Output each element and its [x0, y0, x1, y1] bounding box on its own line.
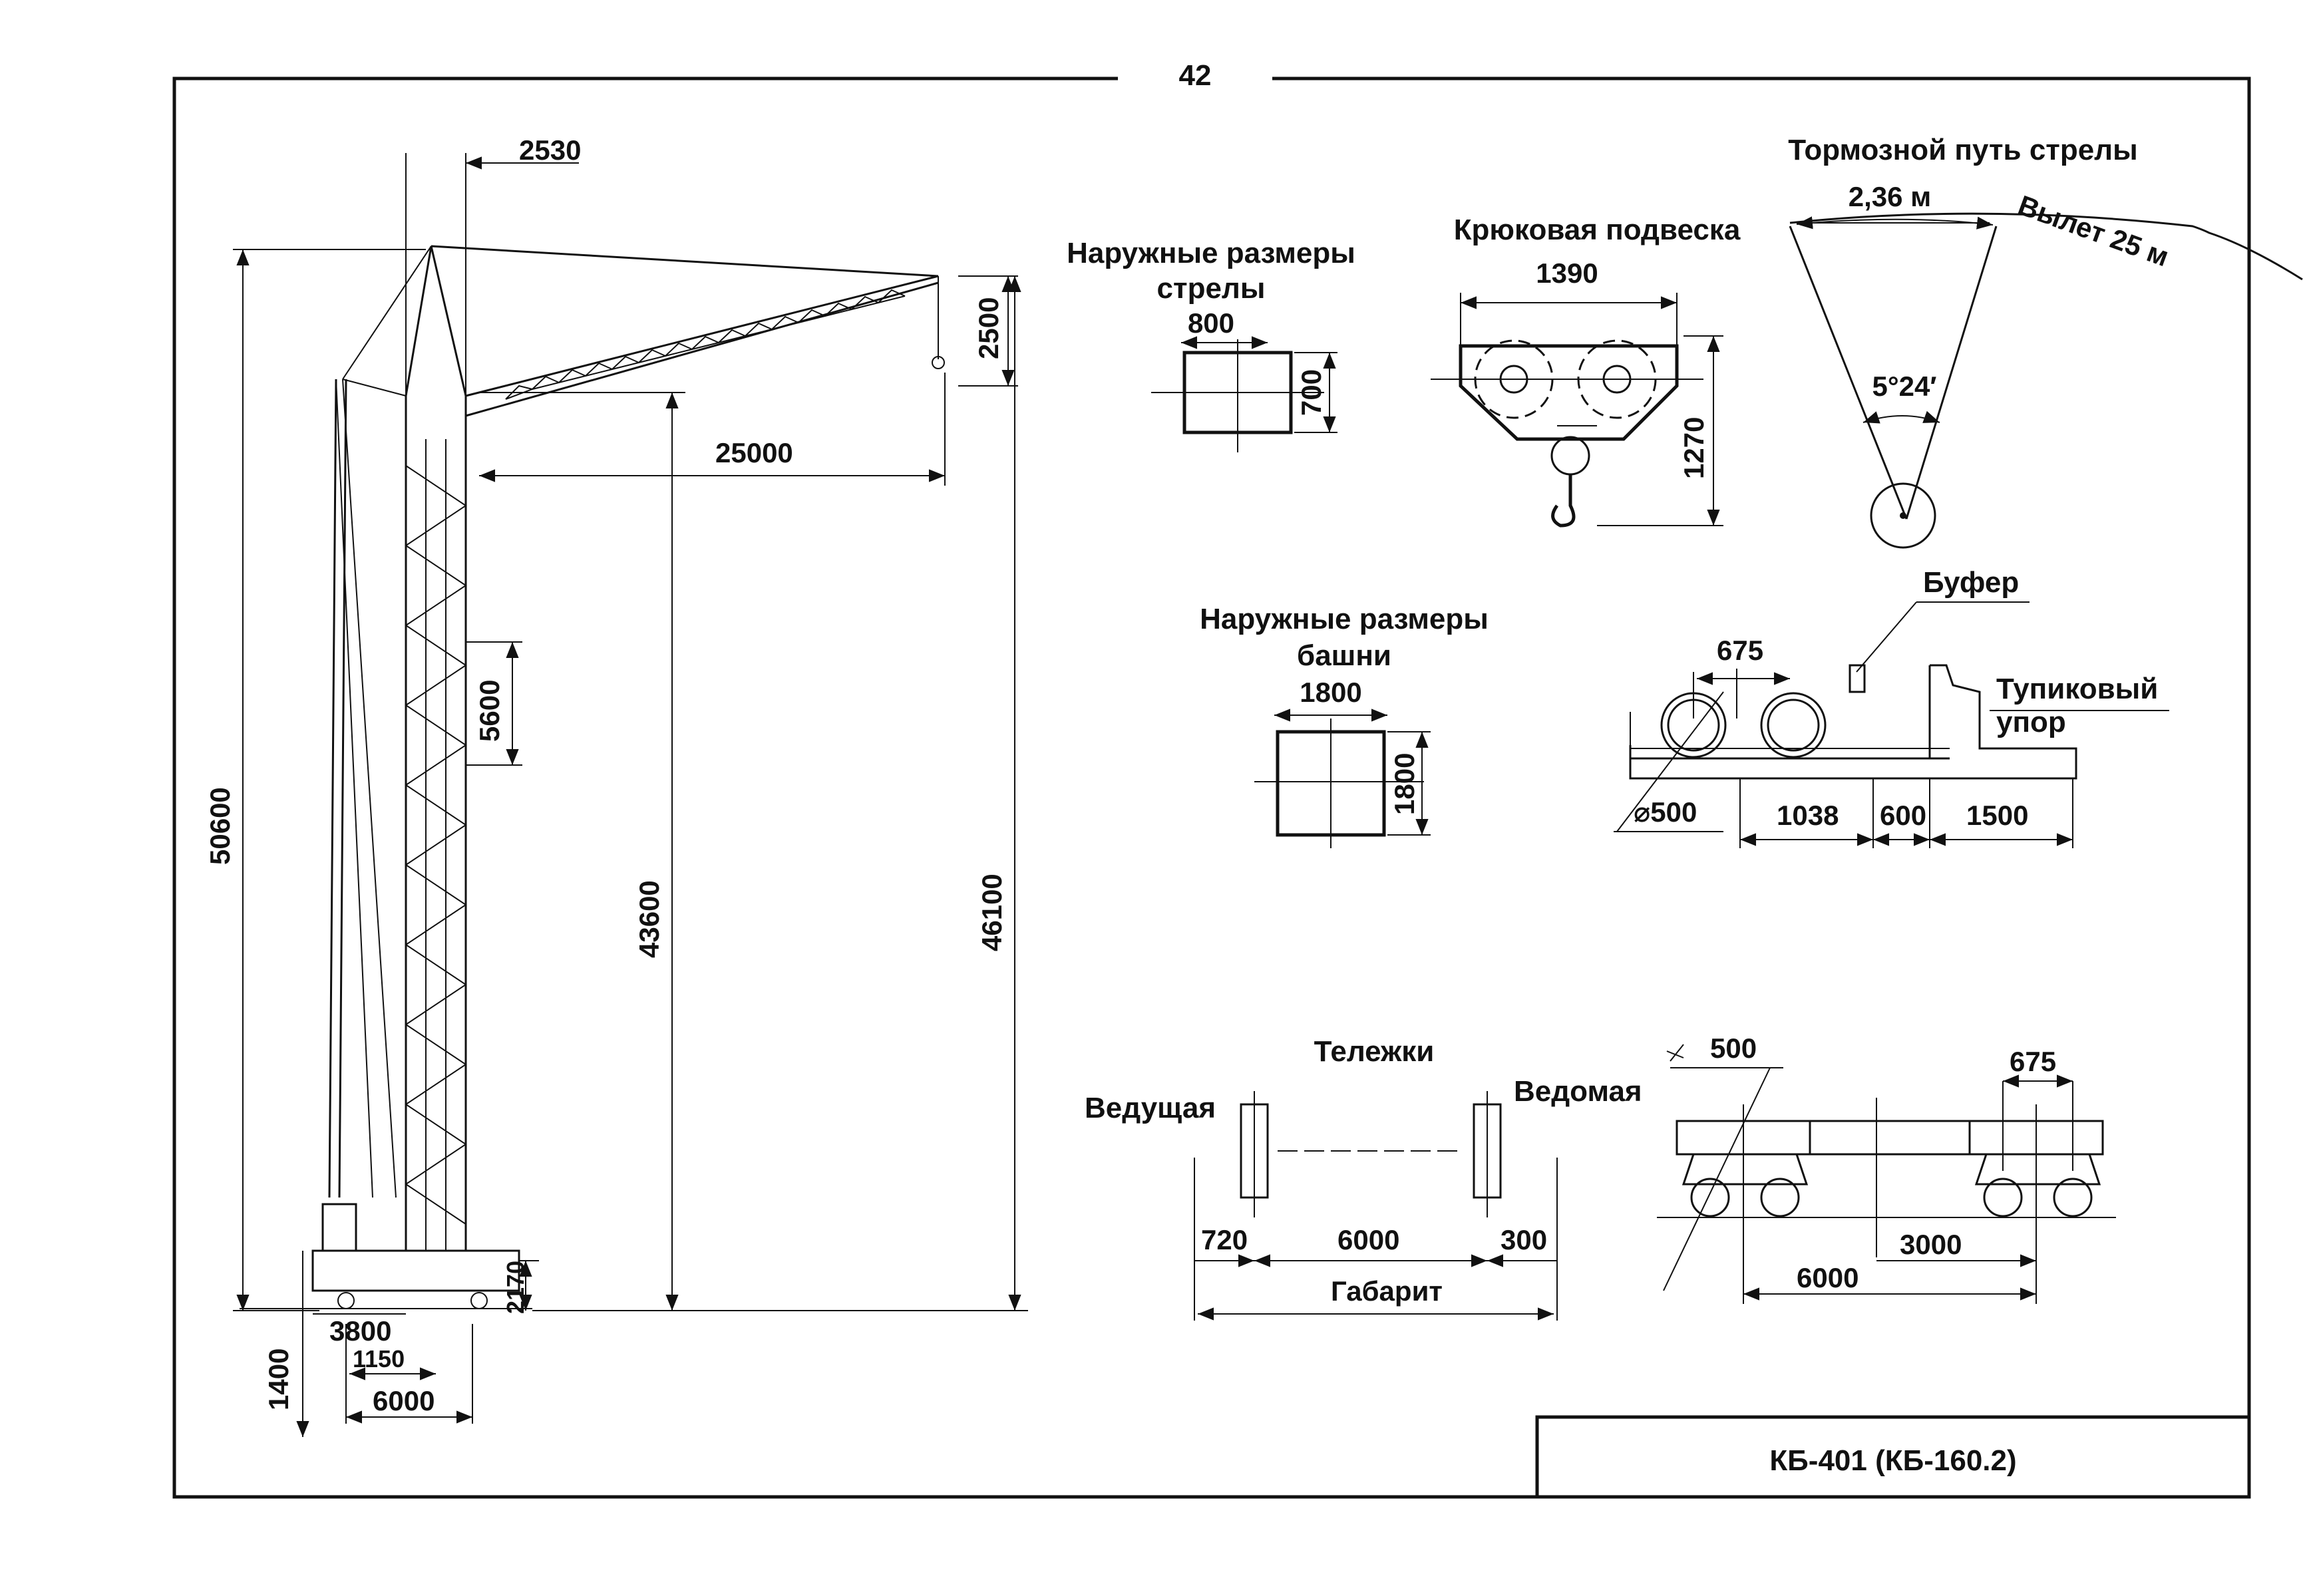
dim-top-offset: 2530: [519, 134, 581, 166]
hook-block-title: Крюковая подвеска: [1454, 214, 1741, 246]
buffer-d1: 1038: [1777, 800, 1839, 831]
tower-section-title-1: Наружные размеры: [1200, 603, 1489, 635]
bogies-span: 6000: [1337, 1224, 1399, 1255]
tower-section-width: 1800: [1300, 677, 1361, 708]
crane-base: [240, 1249, 532, 1309]
buffer-wheel-diameter: ⌀500: [1634, 796, 1697, 828]
braking-angle: 5°24′: [1872, 371, 1937, 402]
tower-section-title-2: башни: [1297, 639, 1391, 672]
bogies-side-view: 500 675 3000 6000: [1657, 1033, 2116, 1304]
bogie-side-wheel-spacing: 675: [2010, 1046, 2056, 1077]
tower-section-height: 1800: [1389, 753, 1420, 815]
dim-section: 5600: [474, 680, 505, 742]
page-number: 42: [1179, 59, 1212, 92]
dim-base-width: 6000: [373, 1385, 435, 1416]
crane-dimensions: 2530 2500 25000 5600 50600 43600 46100 2…: [204, 134, 1028, 1437]
stop-label-2: упор: [1996, 706, 2066, 738]
title-block: КБ-401 (КБ-160.2): [1535, 1415, 2249, 1497]
boom-section-width: 800: [1188, 307, 1234, 339]
bogie-side-wheel-diameter: 500: [1710, 1033, 1757, 1064]
buffer-stop-view: Буфер Тупиковый упор 675 ⌀500 1038 600 1…: [1614, 566, 2169, 848]
dim-reach: 25000: [715, 437, 793, 468]
page-frame: 42: [172, 59, 2251, 1499]
braking-arc-length: 2,36 м: [1849, 181, 1931, 212]
crane-mast-stays: [321, 379, 397, 1252]
hook-block-width: 1390: [1536, 257, 1598, 289]
driving-bogie-label: Ведущая: [1085, 1092, 1216, 1124]
hook-block-view: Крюковая подвеска 1390 1270: [1431, 214, 1741, 528]
braking-distance-view: Тормозной путь стрелы 2,36 м Вылет 25 м …: [1788, 134, 2303, 549]
bogie-side-half-span: 3000: [1900, 1229, 1962, 1260]
dim-hook-height: 2500: [973, 297, 1004, 359]
braking-title: Тормозной путь стрелы: [1788, 134, 2137, 166]
bogies-right-offset: 300: [1501, 1224, 1547, 1255]
dim-wheel-height: 1400: [263, 1349, 294, 1410]
buffer-wheel-spacing: 675: [1717, 635, 1763, 666]
hook-block-height: 1270: [1678, 417, 1709, 479]
buffer-d2: 600: [1880, 800, 1926, 831]
dim-total-height: 50600: [204, 787, 236, 865]
crane-jib: [342, 245, 945, 417]
dim-hook-lift: 43600: [633, 880, 665, 958]
dim-base-height: 2170: [502, 1261, 529, 1314]
dim-boom-height: 46100: [976, 874, 1007, 951]
crane-tower: [405, 396, 467, 1251]
buffer-label: Буфер: [1923, 566, 2019, 599]
boom-section-view: Наружные размеры стрелы 800 700: [1067, 237, 1355, 452]
braking-reach-label: Вылет 25 м: [2014, 189, 2173, 272]
bogies-front-view: Тележки Ведущая Ведомая 720 6000 300 Габ…: [1085, 1035, 1642, 1321]
boom-section-title-1: Наружные размеры: [1067, 237, 1355, 269]
bogies-left-offset: 720: [1201, 1224, 1248, 1255]
boom-section-title-2: стрелы: [1157, 272, 1266, 305]
dim-base-offset: 1150: [353, 1345, 405, 1372]
driven-bogie-label: Ведомая: [1514, 1075, 1642, 1108]
crane-side-view: 2530 2500 25000 5600 50600 43600 46100 2…: [204, 134, 1028, 1437]
bogies-title: Тележки: [1314, 1035, 1435, 1068]
tower-section-view: Наружные размеры башни 1800 1800: [1200, 603, 1489, 848]
bogies-overall: Габарит: [1331, 1275, 1443, 1307]
dim-track-gauge: 3800: [329, 1315, 391, 1347]
bogie-side-span: 6000: [1797, 1262, 1859, 1293]
boom-section-height: 700: [1296, 369, 1327, 416]
buffer-d3: 1500: [1966, 800, 2028, 831]
stop-label-1: Тупиковый: [1996, 673, 2158, 705]
model-title: КБ-401 (КБ-160.2): [1769, 1444, 2016, 1477]
